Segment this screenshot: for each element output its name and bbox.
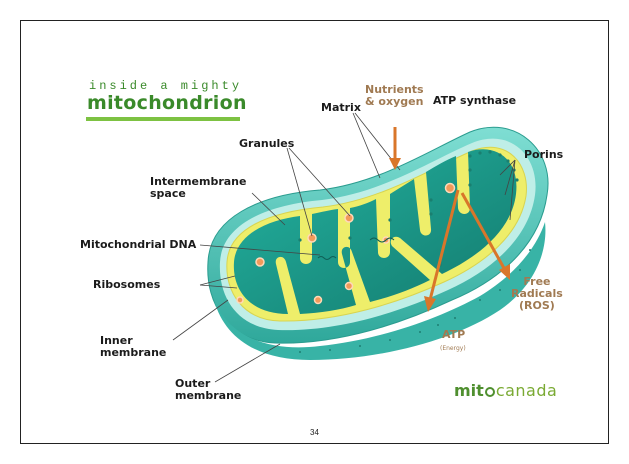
label-inner-membrane: Inner membrane <box>100 335 166 359</box>
label-atp: ATP <box>442 329 465 341</box>
label-free-radicals: Free Radicals (ROS) <box>511 276 563 312</box>
page-number: 34 <box>0 428 629 437</box>
label-energy: (Energy) <box>440 343 466 355</box>
label-nutrients: Nutrients & oxygen <box>365 84 424 108</box>
logo-mit: mit <box>454 381 484 400</box>
label-matrix: Matrix <box>321 102 361 114</box>
label-outer-line2: membrane <box>175 390 241 402</box>
mitocanada-logo: mit canada <box>454 381 557 400</box>
label-mitochondrial-dna: Mitochondrial DNA <box>80 239 196 251</box>
label-intermembrane-space: Intermembrane space <box>150 176 246 200</box>
label-free-line3: (ROS) <box>511 300 563 312</box>
logo-canada: canada <box>496 381 558 400</box>
label-ribosomes: Ribosomes <box>93 279 160 291</box>
label-nutrients-line2: & oxygen <box>365 96 424 108</box>
logo-o-icon <box>485 387 495 397</box>
label-outer-membrane: Outer membrane <box>175 378 241 402</box>
label-inner-line2: membrane <box>100 347 166 359</box>
label-porins: Porins <box>524 149 563 161</box>
label-atp-synthase: ATP synthase <box>433 95 516 107</box>
label-granules: Granules <box>239 138 294 150</box>
label-intermembrane-line2: space <box>150 188 246 200</box>
